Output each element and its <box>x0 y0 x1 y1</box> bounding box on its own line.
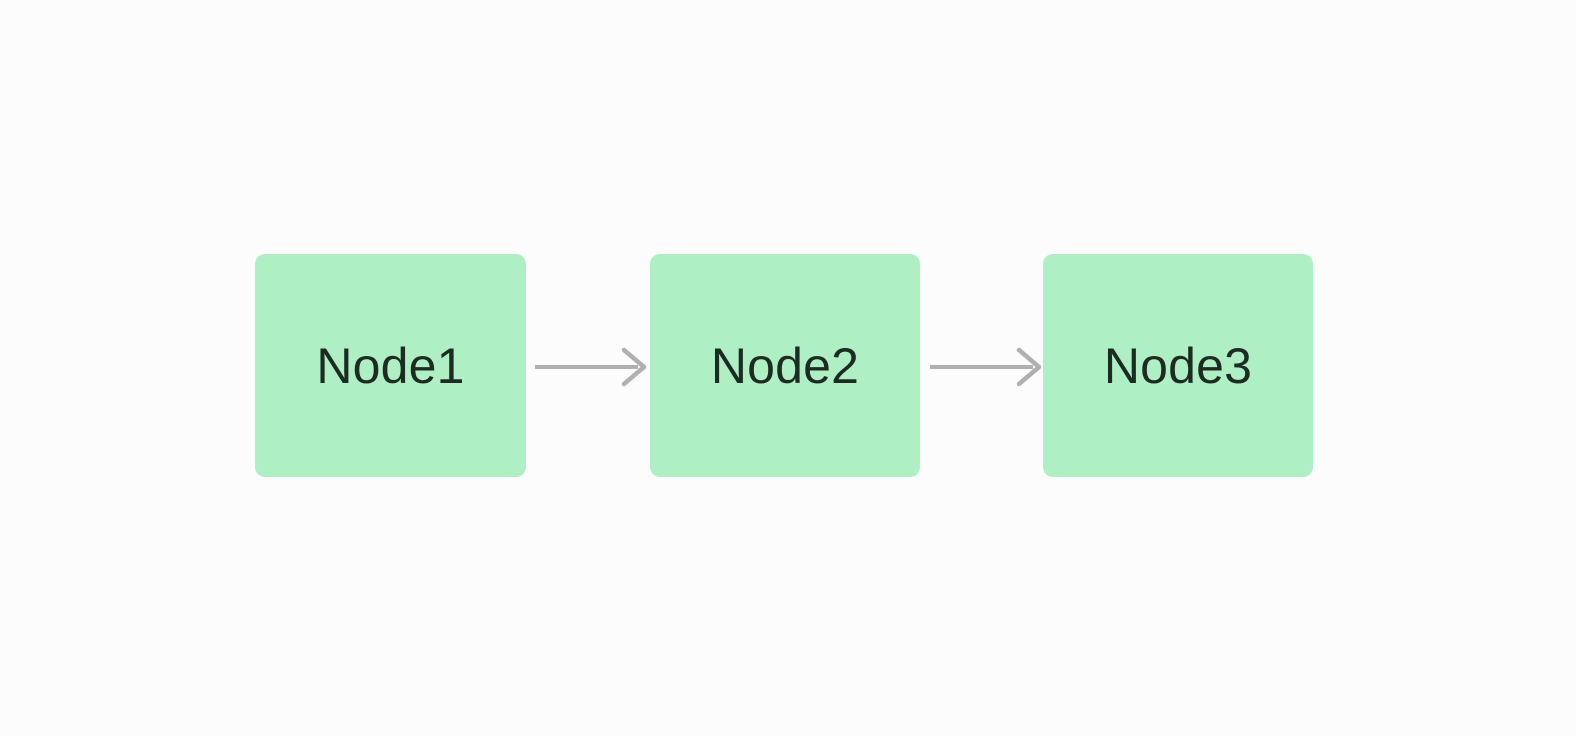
node-node1[interactable]: Node1 <box>255 254 526 477</box>
arrowhead-icon-2 <box>1016 347 1042 387</box>
edge-node2-node3 <box>930 347 1042 387</box>
node-label-node2: Node2 <box>710 337 860 394</box>
edge-node1-node2 <box>535 347 647 387</box>
arrowhead-icon-1 <box>621 347 647 387</box>
node-label-node1: Node1 <box>316 337 465 394</box>
node-label-node3: Node3 <box>1103 337 1253 394</box>
node-node3[interactable]: Node3 <box>1043 254 1313 477</box>
node-node2[interactable]: Node2 <box>650 254 920 477</box>
